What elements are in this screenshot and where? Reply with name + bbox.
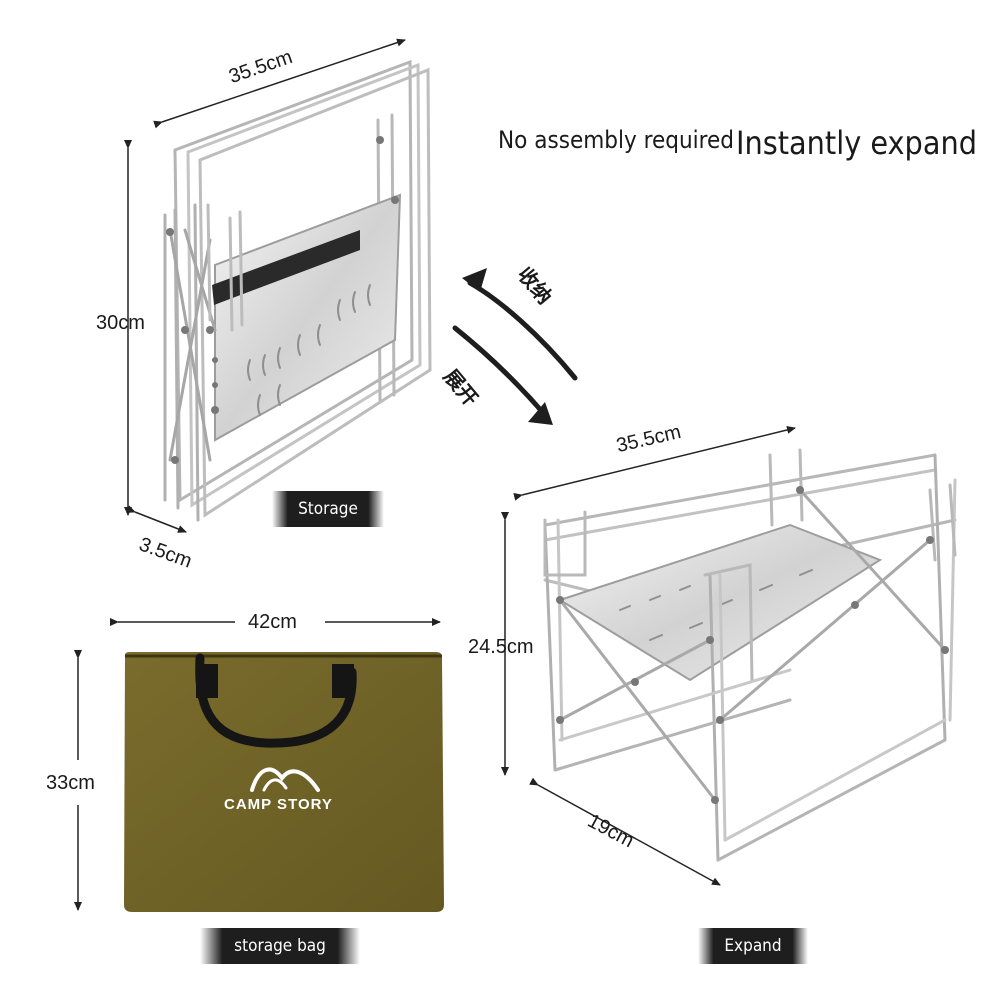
bag-label: storage bag xyxy=(200,928,360,964)
camp-story-logo-icon xyxy=(250,767,320,792)
transition-arrows xyxy=(452,268,578,425)
expand-height-label: 24.5cm xyxy=(468,636,534,658)
bag-width-label: 42cm xyxy=(248,611,297,633)
storage-bag-graphic xyxy=(124,652,444,912)
bag-brand: CAMP STORY xyxy=(224,796,333,813)
bag-dimension-lines xyxy=(74,618,441,911)
expand-label: Expand xyxy=(698,928,808,964)
bag-height-label: 33cm xyxy=(46,772,95,794)
storage-label: Storage xyxy=(272,491,384,527)
storage-dimension-lines xyxy=(124,38,406,533)
storage-height-label: 30cm xyxy=(96,312,145,334)
expanded-grill xyxy=(543,448,957,862)
headline-instantly-expand: Instantly expand xyxy=(736,124,977,162)
expand-dimension-lines xyxy=(501,426,796,886)
folded-grill xyxy=(163,59,432,522)
headline-no-assembly: No assembly required xyxy=(498,126,734,154)
